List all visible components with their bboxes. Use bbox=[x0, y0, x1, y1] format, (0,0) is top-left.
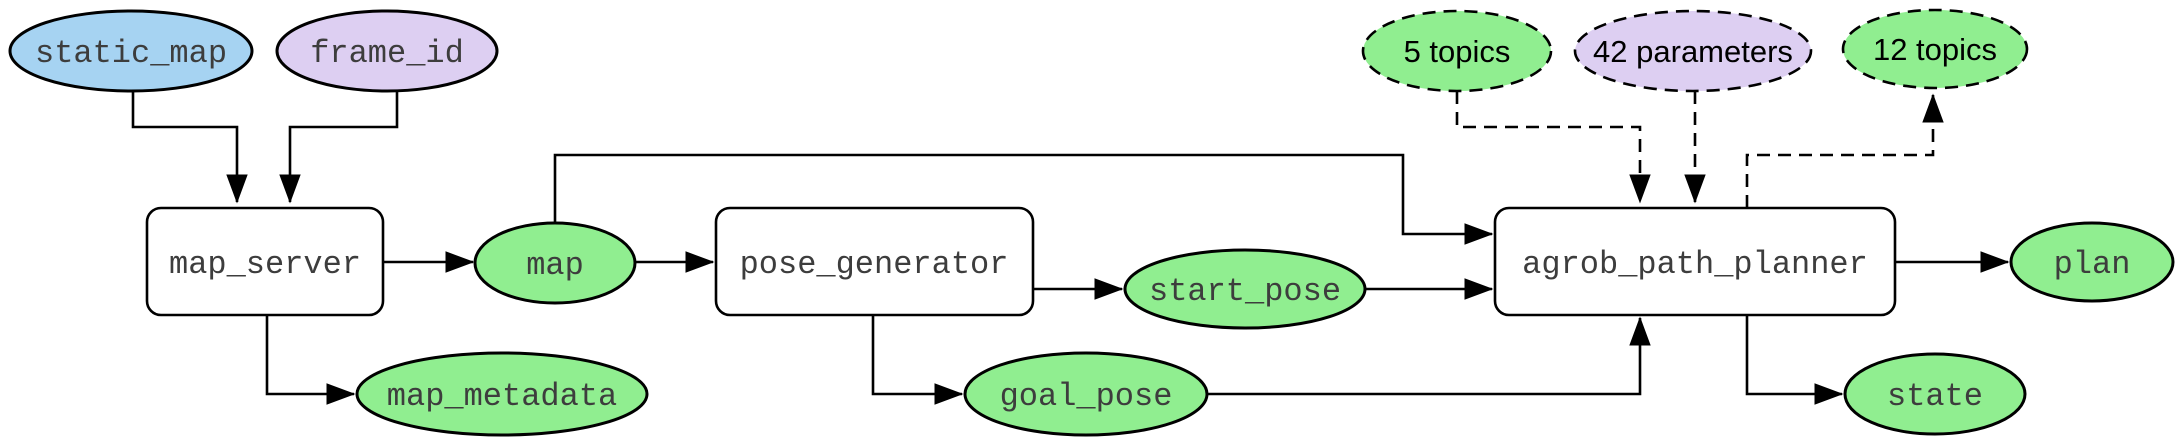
state-label: state bbox=[1887, 378, 1983, 415]
pose-generator-box bbox=[714, 206, 1035, 317]
start-pose-label: start_pose bbox=[1149, 273, 1341, 310]
edge-static-map-to-map-server bbox=[131, 91, 248, 204]
42-parameters-ellipse bbox=[1573, 9, 1813, 93]
goal-pose-label: goal_pose bbox=[1000, 378, 1173, 415]
node-static-map: static_map bbox=[8, 9, 254, 93]
agrob-path-planner-box bbox=[1493, 206, 1897, 317]
node-agrob-path-planner: agrob_path_planner bbox=[1493, 206, 1897, 317]
static-map-ellipse bbox=[8, 9, 254, 93]
5-topics-ellipse bbox=[1361, 9, 1553, 93]
map-label: map bbox=[526, 247, 584, 284]
node-start-pose: start_pose bbox=[1123, 248, 1367, 330]
plan-ellipse bbox=[2009, 221, 2175, 303]
node-frame-id: frame_id bbox=[275, 9, 499, 93]
node-pose-generator: pose_generator bbox=[714, 206, 1035, 317]
edges bbox=[131, 91, 2010, 405]
goal-pose-ellipse bbox=[963, 351, 1209, 437]
edge-map-to-agrob-path-planner bbox=[553, 153, 1494, 245]
edge-agrob-path-planner-to-state bbox=[1745, 315, 1844, 405]
12-topics-label: 12 topics bbox=[1873, 32, 1997, 67]
static-map-label: static_map bbox=[35, 35, 227, 72]
node-map-server: map_server bbox=[145, 206, 385, 317]
map-ellipse bbox=[473, 221, 637, 305]
node-map: map bbox=[473, 221, 637, 305]
map-server-box bbox=[145, 206, 385, 317]
node-42-parameters: 42 parameters bbox=[1573, 9, 1813, 93]
start-pose-ellipse bbox=[1123, 248, 1367, 330]
12-topics-ellipse bbox=[1841, 8, 2029, 90]
state-ellipse bbox=[1843, 352, 2027, 436]
42-parameters-label: 42 parameters bbox=[1593, 34, 1793, 69]
node-goal-pose: goal_pose bbox=[963, 351, 1209, 437]
edge-goal-pose-to-agrob-path-planner bbox=[1207, 316, 1651, 396]
edge-frame-id-to-map-server bbox=[279, 91, 399, 204]
node-map-metadata: map_metadata bbox=[355, 351, 649, 437]
node-state: state bbox=[1843, 352, 2027, 436]
edge-map-server-to-map-metadata bbox=[265, 315, 356, 405]
frame-id-label: frame_id bbox=[310, 35, 464, 72]
5-topics-label: 5 topics bbox=[1404, 34, 1511, 69]
pose-generator-label: pose_generator bbox=[740, 246, 1009, 283]
plan-label: plan bbox=[2054, 246, 2131, 283]
edge-5-topics-to-agrob-path-planner bbox=[1455, 91, 1651, 204]
map-metadata-label: map_metadata bbox=[387, 378, 617, 415]
map-server-label: map_server bbox=[169, 246, 361, 283]
node-plan: plan bbox=[2009, 221, 2175, 303]
agrob-path-planner-label: agrob_path_planner bbox=[1522, 246, 1868, 283]
frame-id-ellipse bbox=[275, 9, 499, 93]
node-5-topics: 5 topics bbox=[1361, 9, 1553, 93]
map-metadata-ellipse bbox=[355, 351, 649, 437]
edge-pose-generator-to-goal-pose bbox=[871, 315, 964, 405]
node-12-topics: 12 topics bbox=[1841, 8, 2029, 90]
edge-agrob-path-planner-to-12-topics bbox=[1745, 93, 1944, 208]
